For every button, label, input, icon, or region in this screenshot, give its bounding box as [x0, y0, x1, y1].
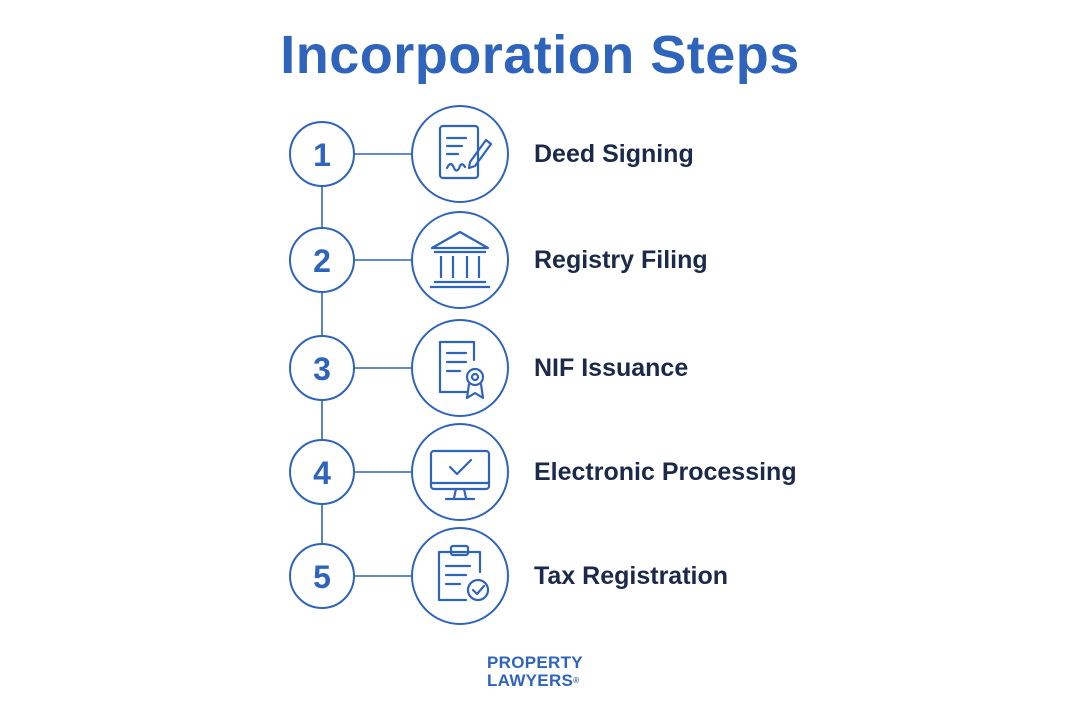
registry-building-icon — [430, 230, 490, 289]
step-number: 4 — [313, 455, 331, 491]
brand-line-2: LAWYERS — [487, 671, 574, 690]
step-label-deed-signing: Deed Signing — [534, 140, 694, 168]
step-number: 3 — [313, 351, 331, 387]
brand-line-1: PROPERTY — [487, 653, 583, 672]
step-label-nif-issuance: NIF Issuance — [534, 354, 689, 382]
step-5: 5 — [289, 527, 509, 625]
step-4: 4 — [289, 423, 509, 521]
signed-document-icon — [438, 124, 493, 180]
monitor-check-icon — [429, 449, 491, 501]
brand-registered-mark: ® — [573, 676, 580, 685]
step-number-circle — [289, 227, 355, 293]
step-label-tax-registration: Tax Registration — [534, 562, 729, 590]
step-icon-circle — [411, 319, 509, 417]
clipboard-check-icon — [437, 544, 490, 602]
step-1: 1 — [289, 105, 509, 203]
step-number: 5 — [313, 559, 331, 595]
step-label-registry-filing: Registry Filing — [534, 246, 708, 274]
step-number-circle — [289, 543, 355, 609]
step-2: 2 — [289, 211, 509, 309]
step-number-circle — [289, 335, 355, 401]
step-number-circle — [289, 439, 355, 505]
certificate-icon — [438, 340, 485, 400]
step-icon-circle — [411, 211, 509, 309]
step-number: 1 — [313, 137, 331, 173]
step-number: 2 — [313, 243, 331, 279]
page-title: Incorporation Steps — [280, 25, 800, 85]
step-3: 3 — [289, 319, 509, 417]
step-label-electronic-processing: Electronic Processing — [534, 458, 797, 486]
brand-logo: PROPERTY LAWYERS® — [487, 654, 583, 690]
step-number-circle — [289, 121, 355, 187]
step-icon-circle — [411, 105, 509, 203]
